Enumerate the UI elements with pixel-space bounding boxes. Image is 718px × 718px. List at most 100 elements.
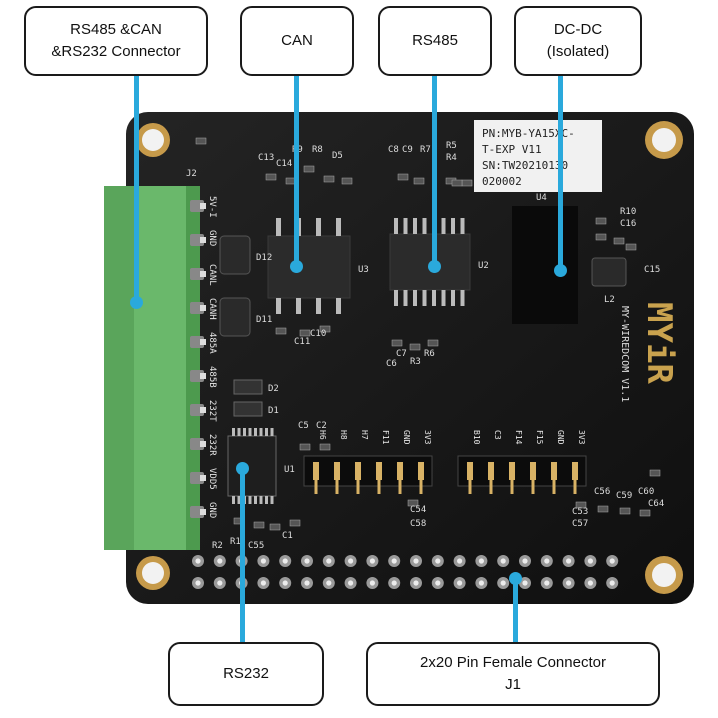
header-pin-label: B10 xyxy=(472,430,481,445)
chip-pin xyxy=(403,290,408,306)
header-pin-leg xyxy=(468,480,472,494)
silk-c60: C60 xyxy=(638,487,654,497)
leader-dot-dcdc xyxy=(554,264,567,277)
silk-d12: D12 xyxy=(256,253,272,263)
j1-pad-hole xyxy=(544,580,550,586)
smd-part xyxy=(639,509,651,517)
callout-header-line2: J1 xyxy=(505,676,521,693)
diode-d1 xyxy=(233,401,263,417)
j1-pad-hole xyxy=(435,558,441,564)
j1-pad-hole xyxy=(326,558,332,564)
smd-part xyxy=(319,443,331,451)
header-pin xyxy=(551,462,557,480)
silk-c14: C14 xyxy=(276,159,292,169)
silk-c58: C58 xyxy=(410,519,426,529)
j1-pad-hole xyxy=(478,580,484,586)
header-pin-leg xyxy=(419,480,423,494)
terminal-pin-label: VDD5 xyxy=(207,468,217,490)
header-pin-label: GND xyxy=(556,430,565,445)
leader-dcdc xyxy=(558,72,563,272)
silk-d1: D1 xyxy=(268,406,279,416)
chip-pin xyxy=(270,428,274,436)
chip-pin xyxy=(451,218,455,234)
silk-c59: C59 xyxy=(616,491,632,501)
silk-c9: C9 xyxy=(402,145,413,155)
header-strip-left xyxy=(303,455,433,487)
terminal-screw xyxy=(190,404,206,416)
terminal-pin-label: 232R xyxy=(207,434,217,456)
terminal-screw xyxy=(190,472,206,484)
label-sticker xyxy=(474,120,602,192)
header-pin xyxy=(418,462,424,480)
chip-pin xyxy=(394,218,398,234)
j1-pad-hole xyxy=(260,558,266,564)
leader-dot-header xyxy=(509,572,522,585)
callout-connector: RS485 &CAN &RS232 Connector xyxy=(24,6,208,76)
header-pin-leg xyxy=(398,480,402,494)
header-pin-leg xyxy=(510,480,514,494)
mounting-hole-tr xyxy=(645,121,683,159)
header-pins xyxy=(313,462,578,494)
chip-pin xyxy=(441,218,446,234)
j1-pad-hole xyxy=(282,580,288,586)
header-pin-leg xyxy=(552,480,556,494)
silk-r8: R8 xyxy=(312,145,323,155)
header-pin-leg xyxy=(531,480,535,494)
chip-pin xyxy=(237,428,241,436)
leader-can xyxy=(294,72,299,268)
j1-pad-hole xyxy=(304,580,310,586)
terminal-screw xyxy=(190,506,206,518)
chip-pin xyxy=(259,428,263,436)
smd-part xyxy=(253,521,265,529)
silk-c54: C54 xyxy=(410,505,426,515)
chip-u3 xyxy=(267,218,351,314)
terminal-screw xyxy=(190,336,206,348)
j1-pad-hole xyxy=(522,558,528,564)
smd-part xyxy=(299,443,311,451)
board-name: MY-WIREDCOM V1.1 xyxy=(619,306,630,402)
j1-pad-hole xyxy=(457,558,463,564)
silk-r4: R4 xyxy=(446,153,457,163)
j1-pad-hole xyxy=(457,580,463,586)
chip-pin xyxy=(254,496,257,504)
smd-part xyxy=(323,175,335,183)
header-pin xyxy=(467,462,473,480)
inductor-l2 xyxy=(591,257,627,287)
terminal-screw xyxy=(190,234,206,246)
j1-pad-hole xyxy=(304,558,310,564)
header-pin xyxy=(397,462,403,480)
chip-pin xyxy=(248,496,252,504)
terminal-screw xyxy=(190,302,206,314)
j1-pad-hole xyxy=(260,580,266,586)
smd-part xyxy=(195,137,207,145)
chip-pin xyxy=(394,290,398,306)
terminal-pin-label: GND xyxy=(207,502,217,518)
j1-pad-hole xyxy=(522,580,528,586)
j1-pad-hole xyxy=(478,558,484,564)
callout-can: CAN xyxy=(240,6,354,76)
smd-part xyxy=(575,501,587,509)
smd-part xyxy=(613,237,625,245)
silk-r6: R6 xyxy=(424,349,435,359)
header-pin-label: H7 xyxy=(360,430,369,440)
terminal-screw xyxy=(190,200,206,212)
header-pin xyxy=(334,462,340,480)
silk-r2: R2 xyxy=(212,541,223,551)
j1-pad-hole xyxy=(326,580,332,586)
smd-part xyxy=(289,519,301,527)
terminal-screw xyxy=(190,370,206,382)
silk-c5: C5 xyxy=(298,421,309,431)
smd-part xyxy=(461,179,473,187)
diode-d2 xyxy=(233,379,263,395)
chip-pin xyxy=(451,290,455,306)
j1-pad-hole xyxy=(587,558,594,564)
smd-part xyxy=(407,499,419,507)
header-pin-leg xyxy=(335,480,339,494)
smd-part xyxy=(303,165,315,173)
header-pin xyxy=(313,462,319,480)
header-strip-right xyxy=(457,455,587,487)
header-pin xyxy=(488,462,494,480)
silk-u2: U2 xyxy=(478,261,489,271)
